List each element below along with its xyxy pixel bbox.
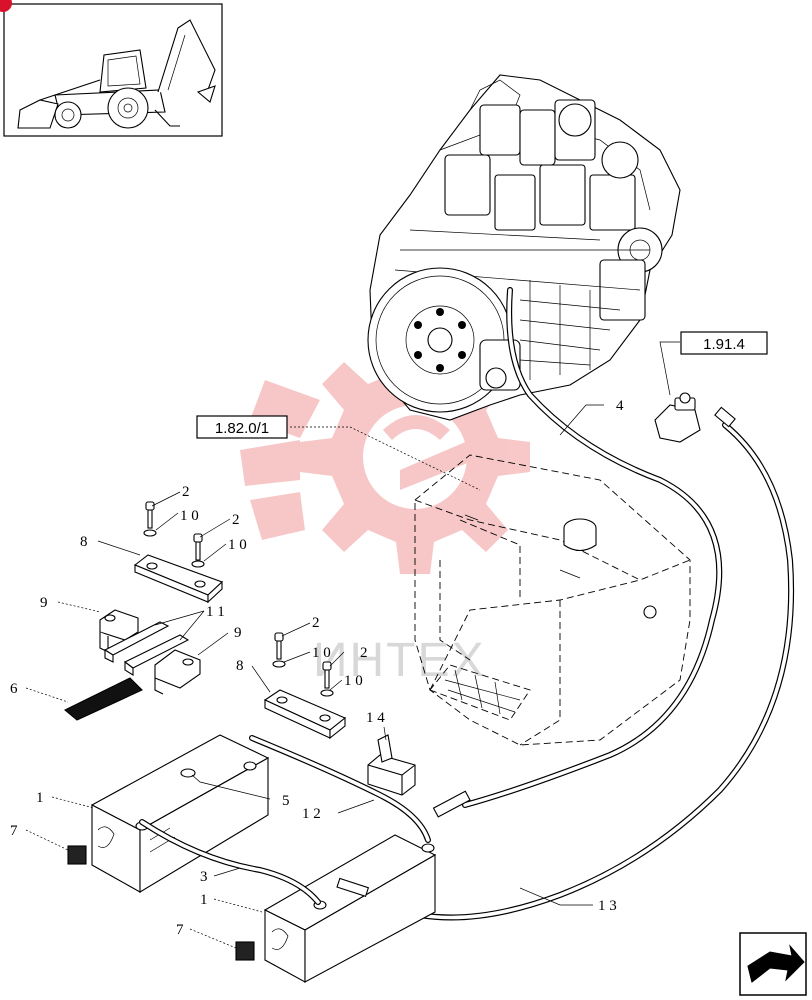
ref-label-a: 1.91.4 — [703, 336, 745, 353]
machine-thumbnail — [0, 0, 223, 137]
callout-1: 1 — [36, 790, 44, 806]
callout-10: 1 0 — [312, 645, 331, 661]
bolt-2-c — [272, 632, 286, 668]
callout-7: 7 — [176, 922, 184, 938]
pad-6 — [63, 677, 143, 721]
callout-8: 8 — [236, 658, 244, 674]
callout-10: 1 0 — [180, 508, 199, 524]
callout-8: 8 — [80, 534, 88, 550]
callout-10: 1 0 — [344, 673, 363, 689]
callout-13: 1 3 — [598, 898, 617, 914]
cable-12 — [249, 735, 431, 843]
cable-3 — [139, 819, 321, 905]
backhoe-loader-icon — [17, 19, 216, 129]
bracket-8-upper — [133, 554, 224, 604]
callout-4: 4 — [616, 398, 624, 414]
callout-2: 2 — [312, 615, 320, 631]
callout-14: 1 4 — [366, 710, 385, 726]
cable-end-13 — [336, 877, 370, 898]
callout-5: 5 — [282, 793, 290, 809]
bracket-8-lower — [263, 689, 347, 740]
battery-lower — [263, 834, 437, 983]
callout-7: 7 — [10, 823, 18, 839]
callout-9: 9 — [40, 595, 48, 611]
engine-assembly — [367, 74, 681, 421]
ref-box-b[interactable]: 1.82.0/1 — [196, 415, 288, 439]
battery-upper — [90, 734, 270, 893]
ref-box-a[interactable]: 1.91.4 — [680, 331, 768, 355]
cable-end-4 — [432, 790, 471, 818]
ref-label-b: 1.82.0/1 — [215, 420, 269, 437]
watermark-text: ИНТЕХ — [313, 634, 486, 687]
callout-9: 9 — [234, 625, 242, 641]
battery-switch — [654, 392, 701, 443]
clamp-9-right — [154, 649, 201, 695]
callout-3: 3 — [200, 869, 208, 885]
callout-2: 2 — [182, 484, 190, 500]
bolt-2-d — [320, 661, 334, 697]
cover-14 — [367, 734, 416, 796]
callout-6: 6 — [10, 681, 18, 697]
pad-11 — [103, 621, 190, 676]
tank-outline — [414, 454, 691, 746]
callout-2: 2 — [360, 645, 368, 661]
callout-numbers: 2 1 0 2 1 0 8 9 1 1 9 2 1 0 2 1 0 8 6 1 … — [10, 398, 624, 938]
callout-1: 1 — [200, 892, 208, 908]
label-7-lower — [235, 941, 255, 961]
callout-12: 1 2 — [302, 806, 321, 822]
leader-ref-a — [659, 341, 680, 396]
callout-2: 2 — [232, 512, 240, 528]
callout-11: 1 1 — [206, 604, 225, 620]
clamp-9-left — [99, 609, 139, 653]
bolt-2-b — [191, 533, 205, 568]
next-page-arrow-icon[interactable] — [739, 932, 807, 996]
badge-icon — [0, 0, 12, 12]
callout-10: 1 0 — [228, 537, 247, 553]
cable-4 — [462, 287, 723, 808]
leader-ref-b — [290, 426, 481, 491]
callout-leaders — [25, 404, 604, 949]
label-7-upper — [67, 845, 87, 865]
bolt-2-a — [143, 501, 157, 537]
